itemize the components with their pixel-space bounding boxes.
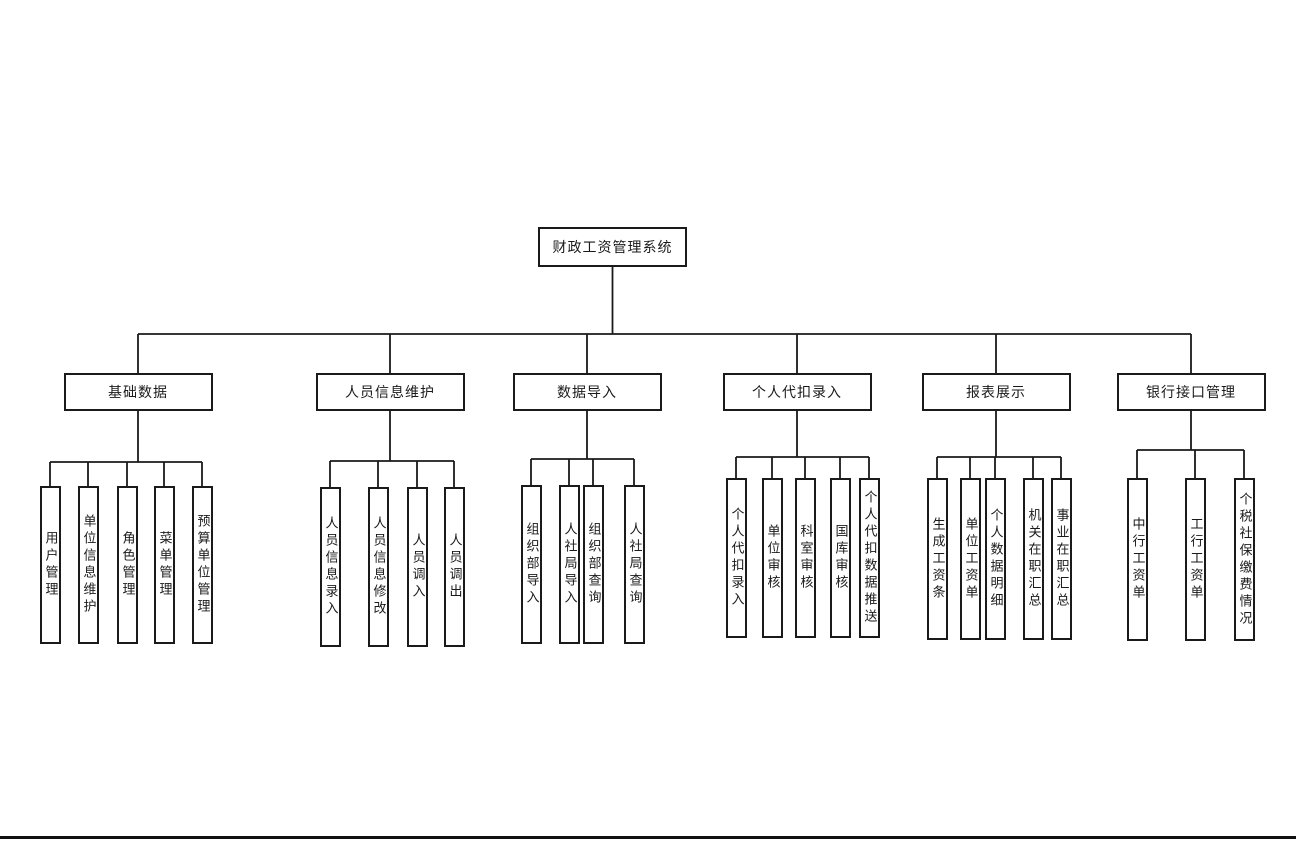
node-leaf-3-2: 科室审核	[794, 478, 816, 638]
node-root: 财政工资管理系统	[538, 227, 687, 267]
node-leaf-1-1: 人员信息修改	[367, 487, 389, 647]
node-group-1: 人员信息维护	[315, 373, 465, 411]
node-group-5-label: 银行接口管理	[1146, 385, 1236, 401]
node-leaf-0-2: 角色管理	[116, 486, 138, 644]
node-leaf-0-0: 用户管理	[39, 486, 61, 644]
node-leaf-2-3: 人社局查询	[623, 485, 645, 644]
node-group-0: 基础数据	[63, 373, 213, 411]
node-leaf-5-2-label: 个税社保缴费情况	[1236, 491, 1252, 628]
node-group-2: 数据导入	[512, 373, 662, 411]
node-leaf-3-3: 国库审核	[829, 478, 851, 638]
node-leaf-3-1-label: 单位审核	[764, 524, 780, 592]
node-leaf-4-3-label: 机关在职汇总	[1025, 508, 1041, 610]
node-leaf-0-3: 菜单管理	[153, 486, 175, 644]
node-leaf-3-4-label: 个人代扣数据推送	[861, 490, 877, 626]
node-group-4: 报表展示	[921, 373, 1071, 411]
node-leaf-4-1-label: 单位工资单	[962, 516, 978, 602]
node-leaf-4-0: 生成工资条	[926, 478, 948, 640]
node-root-label: 财政工资管理系统	[552, 240, 673, 256]
node-leaf-2-0-label: 组织部导入	[523, 522, 539, 607]
node-leaf-3-0-label: 个人代扣录入	[728, 507, 744, 609]
node-leaf-5-1-label: 工行工资单	[1187, 517, 1203, 602]
node-group-5: 银行接口管理	[1116, 373, 1266, 411]
node-leaf-3-2-label: 科室审核	[797, 524, 813, 592]
node-leaf-4-1: 单位工资单	[959, 478, 981, 640]
node-leaf-2-3-label: 人社局查询	[626, 522, 642, 607]
node-leaf-2-1-label: 人社局导入	[561, 522, 577, 607]
node-leaf-1-3-label: 人员调出	[446, 533, 462, 601]
node-leaf-3-3-label: 国库审核	[832, 524, 848, 592]
node-group-0-label: 基础数据	[108, 385, 168, 401]
node-leaf-2-0: 组织部导入	[520, 485, 542, 644]
node-group-2-label: 数据导入	[557, 385, 617, 401]
node-leaf-5-2: 个税社保缴费情况	[1233, 478, 1255, 641]
node-leaf-0-4: 预算单位管理	[191, 486, 213, 644]
node-leaf-0-1-label: 单位信息维护	[80, 514, 96, 616]
node-leaf-4-3: 机关在职汇总	[1022, 478, 1044, 640]
node-leaf-5-0: 中行工资单	[1126, 478, 1148, 641]
node-leaf-4-4-label: 事业在职汇总	[1053, 508, 1069, 610]
node-leaf-0-1: 单位信息维护	[77, 486, 99, 644]
node-leaf-0-4-label: 预算单位管理	[194, 514, 210, 616]
node-leaf-1-0-label: 人员信息录入	[322, 516, 338, 618]
node-leaf-0-2-label: 角色管理	[119, 531, 135, 599]
node-leaf-3-4: 个人代扣数据推送	[858, 478, 880, 638]
node-leaf-1-2: 人员调入	[406, 487, 428, 647]
node-group-4-label: 报表展示	[966, 385, 1026, 401]
node-group-1-label: 人员信息维护	[345, 385, 435, 401]
node-leaf-4-2: 个人数据明细	[984, 478, 1006, 640]
node-leaf-2-1: 人社局导入	[558, 485, 580, 644]
node-leaf-0-0-label: 用户管理	[42, 531, 58, 599]
node-leaf-1-3: 人员调出	[443, 487, 465, 647]
node-leaf-4-2-label: 个人数据明细	[987, 508, 1003, 610]
node-leaf-1-2-label: 人员调入	[409, 533, 425, 601]
node-leaf-2-2-label: 组织部查询	[585, 522, 601, 607]
node-leaf-5-1: 工行工资单	[1184, 478, 1206, 641]
node-leaf-2-2: 组织部查询	[582, 485, 604, 644]
bottom-divider-line	[0, 836, 1296, 839]
node-leaf-3-1: 单位审核	[761, 478, 783, 638]
node-group-3: 个人代扣录入	[722, 373, 872, 411]
node-leaf-4-4: 事业在职汇总	[1050, 478, 1072, 640]
node-leaf-1-1-label: 人员信息修改	[370, 516, 386, 618]
node-leaf-3-0: 个人代扣录入	[725, 478, 747, 638]
node-leaf-5-0-label: 中行工资单	[1129, 517, 1145, 602]
node-group-3-label: 个人代扣录入	[752, 385, 842, 401]
node-leaf-1-0: 人员信息录入	[319, 487, 341, 647]
node-leaf-4-0-label: 生成工资条	[929, 516, 945, 602]
node-leaf-0-3-label: 菜单管理	[156, 531, 172, 599]
